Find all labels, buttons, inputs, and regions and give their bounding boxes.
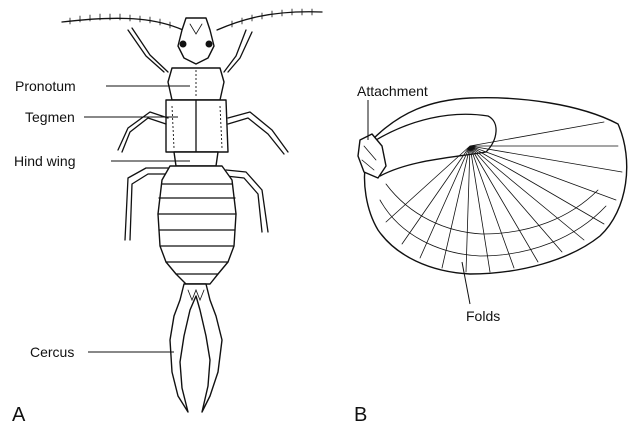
- label-attachment: Attachment: [357, 83, 428, 99]
- hind-wing-drawing: [358, 98, 627, 274]
- tegmina: [166, 100, 228, 152]
- panel-label-a: A: [12, 404, 26, 426]
- right-antenna: [217, 12, 322, 30]
- panel-label-b: B: [354, 404, 367, 426]
- left-midleg: [118, 112, 168, 152]
- label-tegmen: Tegmen: [25, 109, 75, 125]
- label-hind-wing: Hind wing: [14, 153, 75, 169]
- right-foreleg: [224, 30, 252, 72]
- label-cercus: Cercus: [30, 344, 74, 360]
- label-pronotum: Pronotum: [15, 78, 76, 94]
- label-folds: Folds: [466, 308, 500, 324]
- hind-wings: [174, 152, 218, 166]
- right-eye: [206, 41, 213, 48]
- right-midleg: [228, 112, 288, 154]
- cerci: [170, 284, 222, 412]
- left-foreleg: [128, 28, 168, 72]
- left-eye: [180, 41, 187, 48]
